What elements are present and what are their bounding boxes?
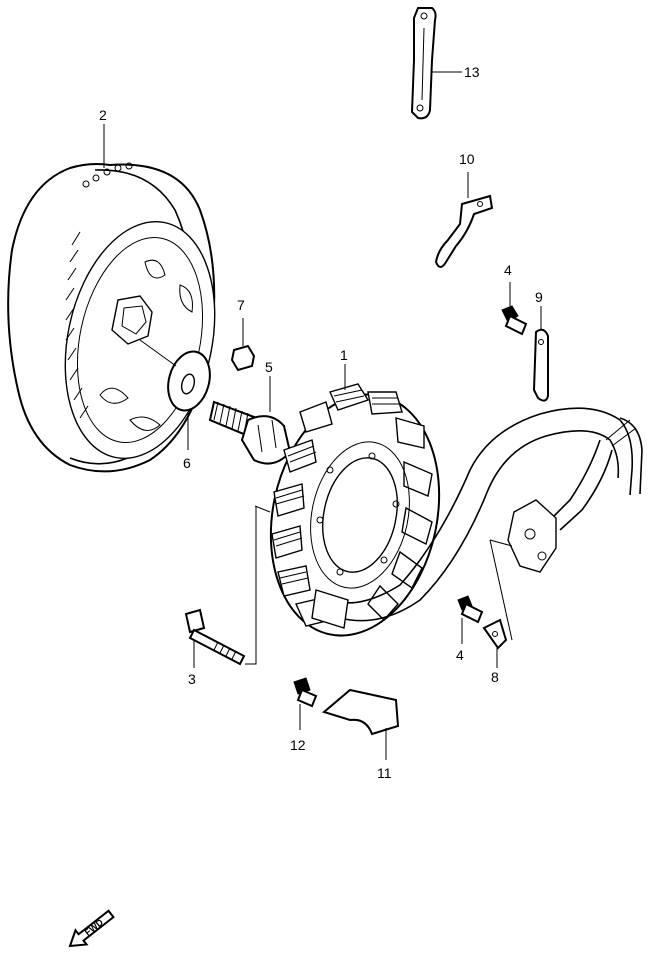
- callout-5: 5: [265, 359, 273, 375]
- callout-4-lower: 4: [456, 647, 464, 663]
- leader-6-hub: [139, 339, 177, 367]
- callout-10: 10: [459, 151, 475, 167]
- callout-4-upper: 4: [504, 262, 512, 278]
- fwd-arrow-icon: FWD: [68, 909, 115, 948]
- part-13-bracket: [410, 7, 437, 120]
- part-2-rotor: [7, 162, 216, 473]
- callout-13: 13: [464, 64, 480, 80]
- wire-harness: [311, 407, 643, 629]
- part-4-screw-lower: [457, 595, 484, 624]
- part-10-wire-clamp: [434, 194, 494, 268]
- part-11-cover-plate: [321, 688, 400, 736]
- callout-3: 3: [188, 671, 196, 687]
- part-1-stator: [269, 383, 441, 637]
- alignment-line-bolt: [245, 505, 271, 665]
- callout-8: 8: [491, 669, 499, 685]
- callout-9: 9: [535, 289, 543, 305]
- part-6-washer: [167, 350, 211, 412]
- callout-1: 1: [340, 347, 348, 363]
- callout-11: 11: [377, 765, 392, 781]
- callout-12: 12: [290, 737, 306, 753]
- alignment-line-pickup: [489, 539, 513, 641]
- callout-7: 7: [237, 297, 245, 313]
- part-9-clamp: [532, 328, 549, 402]
- part-7-key: [230, 344, 256, 372]
- part-12-screw: [293, 677, 318, 708]
- part-5-bolt: [208, 400, 292, 465]
- part-4-screw-upper: [501, 305, 528, 336]
- callout-2: 2: [99, 107, 107, 123]
- callout-6: 6: [183, 455, 191, 471]
- part-8-clamp: [482, 618, 508, 650]
- part-3-bolt: [184, 608, 246, 666]
